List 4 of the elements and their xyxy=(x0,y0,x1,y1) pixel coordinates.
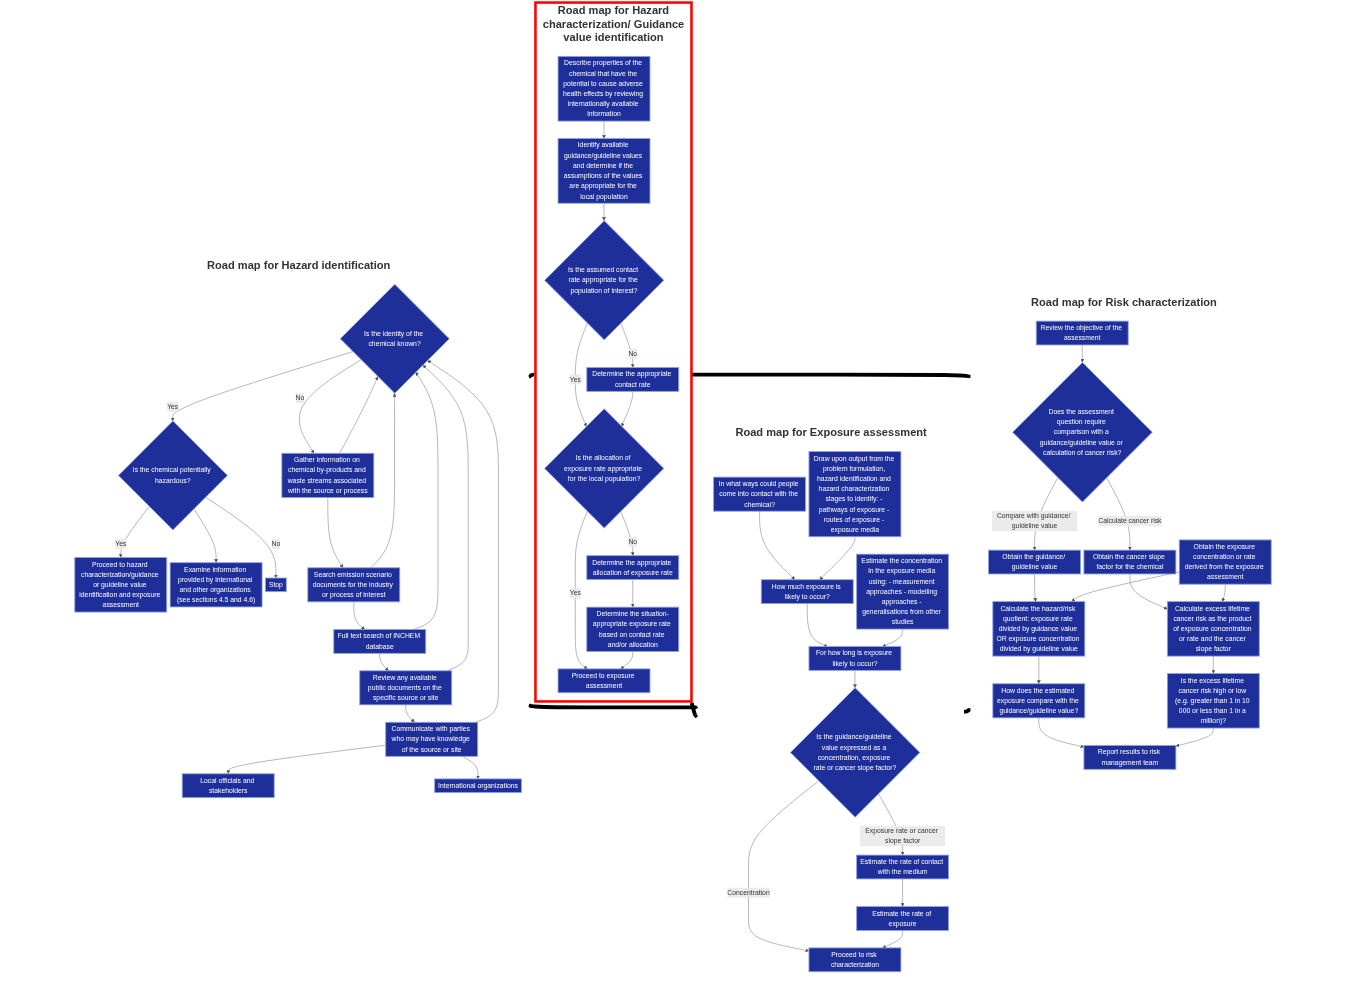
node-text: Road map for Hazard identification xyxy=(207,259,391,272)
arrow xyxy=(527,703,699,710)
node-text: Road map for Risk characterization xyxy=(1031,295,1217,309)
node-text: Road map for Exposure assessment xyxy=(735,426,927,440)
